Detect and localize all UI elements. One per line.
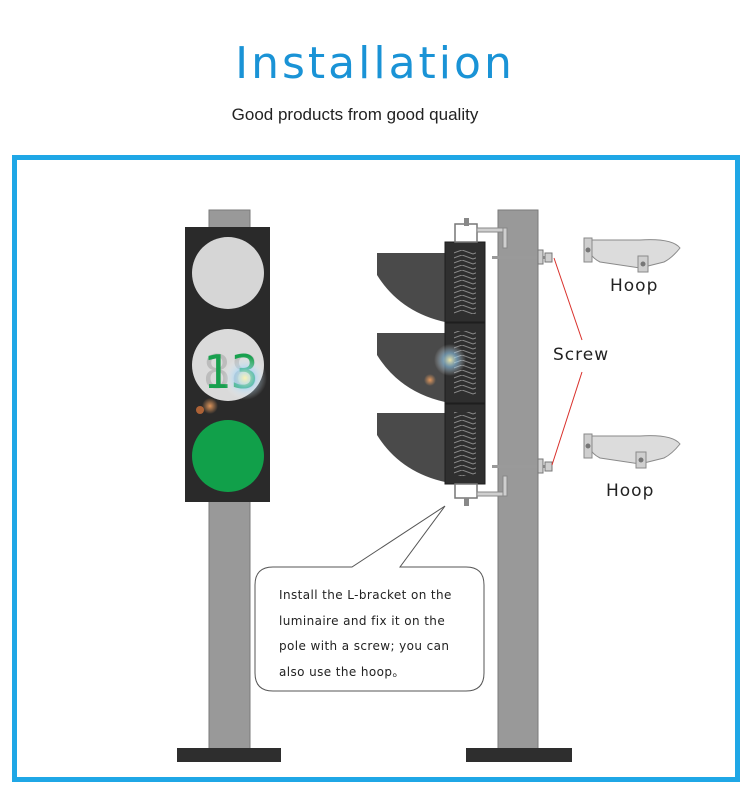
side-pole-base (466, 748, 572, 762)
page-subtitle: Good products from good quality (231, 105, 479, 124)
visor-bottom (377, 413, 445, 482)
lens-flare-orb-small (196, 406, 204, 414)
lens-flare-glow (223, 356, 267, 400)
visor-top (377, 253, 445, 322)
front-view-traffic-light: 88 13 (177, 209, 281, 762)
screw-top (492, 249, 553, 265)
callout-bubble (254, 505, 485, 692)
hoop-bottom-illustration (583, 433, 681, 469)
callout-line: pole with a screw; you can (279, 639, 450, 653)
hoop-bottom-label: Hoop (606, 481, 655, 501)
hoop-top-label: Hoop (610, 276, 659, 296)
side-view-traffic-light (377, 209, 583, 762)
hoop-top-illustration (583, 237, 681, 273)
screw-pointer-lines (553, 257, 583, 341)
callout-line: luminaire and fix it on the (279, 613, 446, 628)
l-bracket-top (454, 218, 508, 249)
callout-text: Install the L-bracket on the luminaire a… (279, 583, 479, 685)
top-lamp (192, 237, 264, 309)
page-title: Installation (235, 38, 515, 89)
l-bracket-bottom (454, 475, 508, 506)
visor-middle (377, 333, 445, 402)
callout-line: Install the L-bracket on the (279, 588, 452, 602)
screw-bottom (492, 458, 553, 474)
green-lamp (192, 420, 264, 492)
front-pole-base (177, 748, 281, 762)
lens-flare-orb (202, 398, 218, 414)
callout-line: also use the hoop。 (279, 664, 405, 679)
screw-label: Screw (553, 345, 610, 365)
